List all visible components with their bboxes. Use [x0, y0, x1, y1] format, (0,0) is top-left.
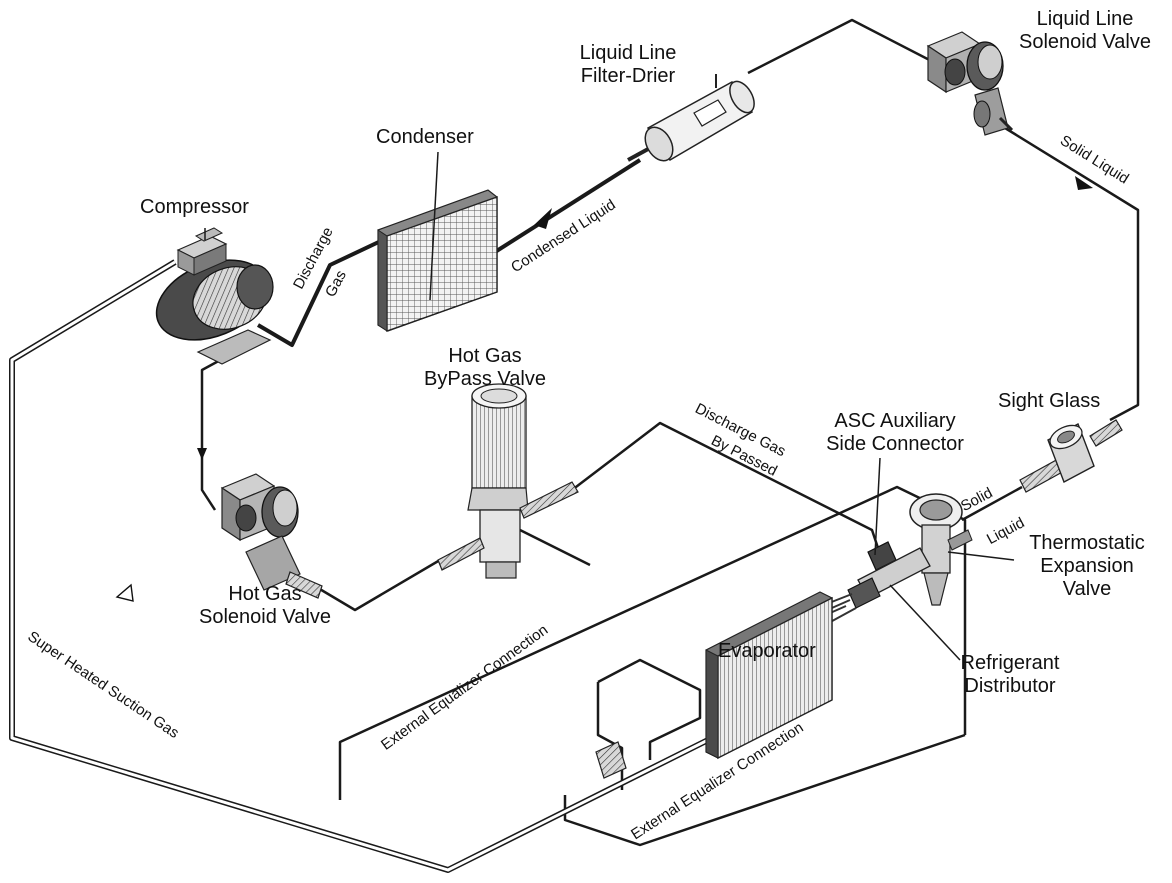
txv-label: Thermostatic Expansion Valve [1012, 532, 1162, 601]
liquid-line-solenoid-label: Liquid Line Solenoid Valve [1005, 8, 1165, 54]
leader-asc [875, 458, 880, 555]
condenser-label-text: Condenser [376, 126, 474, 148]
liquid-line-solenoid-label-line1: Liquid Line [1005, 8, 1165, 31]
external-equalizer-line-left [340, 487, 965, 800]
leader-txv [948, 552, 1014, 560]
evaporator-label-text: Evaporator [718, 640, 816, 662]
distributor-label-line2: Distributor [945, 675, 1075, 698]
filter-drier-label-line1: Liquid Line [563, 42, 693, 65]
hot-gas-bypass-label: Hot Gas ByPass Valve [410, 345, 560, 391]
compressor-label: Compressor [140, 196, 249, 219]
suction-gas-line [12, 262, 712, 870]
distributor-label: Refrigerant Distributor [945, 652, 1075, 698]
arrow-suction-gas [117, 585, 133, 601]
compressor-unit [145, 228, 280, 364]
asc-connector-label-line2: Side Connector [810, 433, 980, 456]
hot-gas-solenoid-valve [222, 474, 322, 598]
leader-distributor [890, 585, 960, 660]
hot-gas-bypass-label-line1: Hot Gas [410, 345, 560, 368]
filter-drier-label-line2: Filter-Drier [563, 65, 693, 88]
evaporator-unit [706, 592, 832, 758]
sight-glass-unit [1020, 420, 1122, 492]
distributor-label-line1: Refrigerant [945, 652, 1075, 675]
filter-drier-label: Liquid Line Filter-Drier [563, 42, 693, 88]
arrow-hot-gas-down [197, 448, 207, 460]
txv-label-line2: Expansion [1012, 555, 1162, 578]
hot-gas-solenoid-label-line1: Hot Gas [175, 583, 355, 606]
evaporator-label: Evaporator [718, 640, 816, 663]
condenser-unit [378, 190, 497, 331]
hot-gas-solenoid-label: Hot Gas Solenoid Valve [175, 583, 355, 629]
bypass-valve-lead [520, 530, 590, 565]
asc-connector-label: ASC Auxiliary Side Connector [810, 410, 980, 456]
txv-label-line1: Thermostatic [1012, 532, 1162, 555]
liquid-line-solenoid-label-line2: Solenoid Valve [1005, 31, 1165, 54]
sight-glass-label-text: Sight Glass [998, 390, 1100, 412]
asc-connector-label-line1: ASC Auxiliary [810, 410, 980, 433]
liquid-line-to-solenoid [748, 20, 945, 73]
hot-gas-solenoid-label-line2: Solenoid Valve [175, 606, 355, 629]
hot-gas-bypass-label-line2: ByPass Valve [410, 368, 560, 391]
sight-glass-label: Sight Glass [998, 390, 1100, 413]
compressor-label-text: Compressor [140, 196, 249, 218]
txv-label-line3: Valve [1012, 578, 1162, 601]
liquid-line-solenoid-valve [928, 32, 1012, 135]
condenser-label: Condenser [376, 126, 474, 149]
